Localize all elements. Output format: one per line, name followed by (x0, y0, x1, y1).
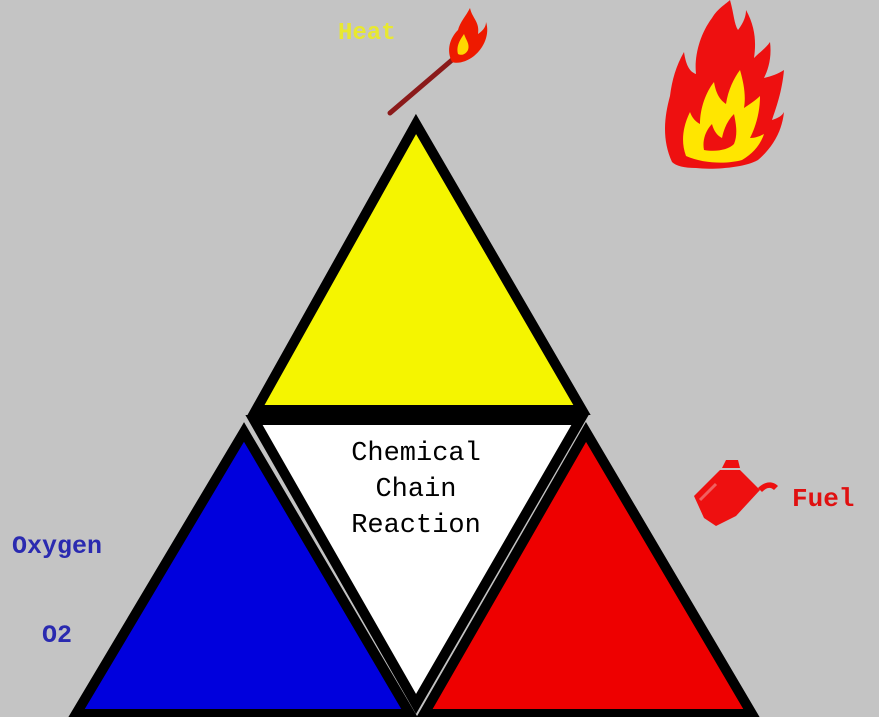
flame-icon (665, 0, 784, 169)
oxygen-word: Oxygen (12, 534, 102, 559)
heat-label: Heat (338, 22, 396, 46)
fuel-label: Fuel (792, 486, 854, 512)
chain-label-line-1: Chemical (300, 436, 532, 472)
heat-triangle (256, 124, 582, 410)
fuel-can-icon (694, 460, 778, 526)
oxygen-label: Oxygen O2 (12, 484, 102, 698)
lit-match-icon (390, 8, 487, 113)
chemical-chain-reaction-label: Chemical Chain Reaction (300, 436, 532, 544)
chain-label-line-3: Reaction (300, 508, 532, 544)
o2-formula: O2 (12, 623, 102, 648)
chain-label-line-2: Chain (300, 472, 532, 508)
